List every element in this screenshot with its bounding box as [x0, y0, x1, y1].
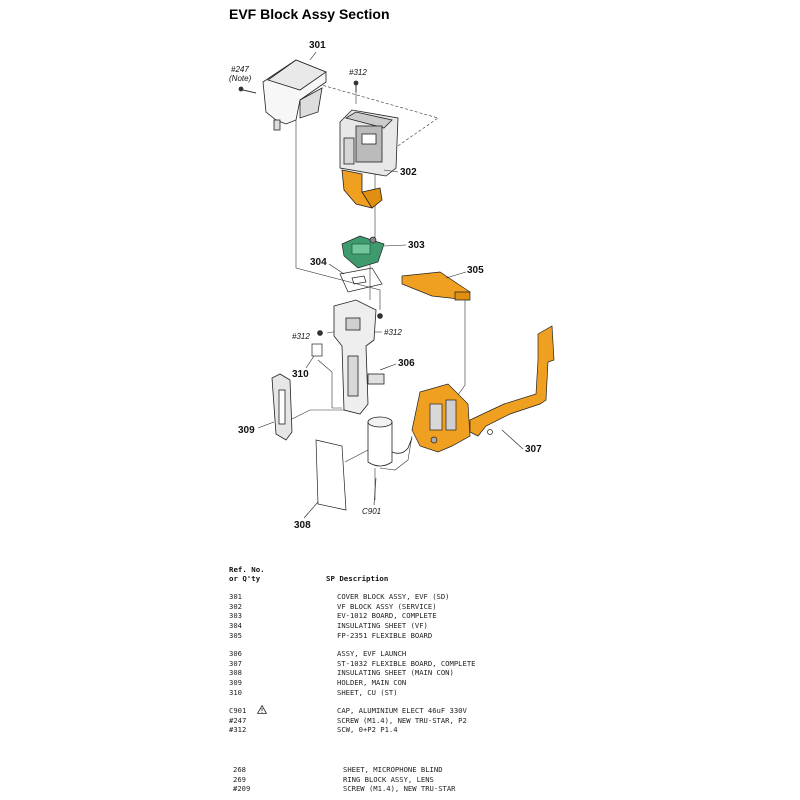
label-screw-312-right: #312: [384, 328, 402, 337]
assembly-guide-lines: [289, 79, 466, 500]
part-307-flexible-board-complete: [411, 325, 555, 453]
part-description: VF BLOCK ASSY (SERVICE): [337, 601, 437, 611]
part-description: SCREW (M1.4), NEW TRU-STAR: [343, 784, 456, 794]
table-row: 268 SHEET, MICROPHONE BLIND: [233, 765, 653, 774]
part-description: EV-1012 BOARD, COMPLETE: [337, 611, 437, 621]
table-row: 306 ASSY, EVF LAUNCH: [229, 649, 649, 658]
ref-no: 301: [229, 592, 242, 601]
ref-no: #247: [229, 715, 247, 725]
part-309-holder: [271, 373, 293, 441]
table-row: 304 INSULATING SHEET (VF): [229, 621, 649, 630]
ref-no: 269: [233, 774, 246, 784]
table-row: 307 ST-1032 FLEXIBLE BOARD, COMPLETE: [229, 659, 649, 668]
table-row: #247 SCREW (M1.4), NEW TRU-STAR, P2: [229, 716, 649, 725]
part-306-evf-launch: [317, 299, 385, 415]
ref-no: 305: [229, 630, 242, 640]
part-description: RING BLOCK ASSY, LENS: [343, 774, 434, 784]
part-description: FP-2351 FLEXIBLE BOARD: [337, 630, 433, 640]
table-row: #312 SCW, 0+P2 P1.4: [229, 725, 649, 734]
exploded-diagram: 301 302 303 304 305 306 307 308 309 310 …: [229, 40, 555, 531]
header-sp-description: SP Description: [326, 574, 389, 583]
part-description: SHEET, MICROPHONE BLIND: [343, 765, 443, 774]
part-description: ST-1032 FLEXIBLE BOARD, COMPLETE: [337, 658, 476, 668]
ref-no: 302: [229, 601, 242, 611]
ref-no: 303: [229, 611, 242, 621]
table-row: 310 SHEET, CU (ST): [229, 688, 649, 697]
ref-no: #312: [229, 725, 247, 735]
part-304-insulating-sheet: [339, 267, 383, 293]
header-qty: or Q'ty: [229, 574, 261, 583]
ref-no: 309: [229, 678, 242, 688]
part-description: INSULATING SHEET (MAIN CON): [337, 668, 454, 678]
part-description: COVER BLOCK ASSY, EVF (SD): [337, 592, 450, 601]
ref-no: 268: [233, 765, 246, 774]
label-302: 302: [400, 167, 417, 178]
ref-no: 307: [229, 658, 242, 668]
label-note: (Note): [229, 74, 252, 83]
label-301: 301: [309, 40, 326, 51]
table-row: #209 SCREW (M1.4), NEW TRU-STAR: [233, 784, 653, 793]
ref-no: 304: [229, 621, 242, 631]
label-c901: C901: [362, 507, 381, 516]
label-303: 303: [408, 240, 425, 251]
part-description: SCREW (M1.4), NEW TRU-STAR, P2: [337, 715, 467, 725]
ref-no: 310: [229, 687, 242, 697]
screw-312-top: [353, 80, 359, 92]
label-307: 307: [525, 444, 542, 455]
screw-247: [238, 86, 257, 94]
ref-no: 308: [229, 668, 242, 678]
warning-triangle-icon: [257, 705, 267, 714]
part-description: SHEET, CU (ST): [337, 687, 398, 697]
part-description: CAP, ALUMINIUM ELECT 46uF 330V: [337, 706, 467, 715]
part-308-insulating-sheet: [315, 439, 347, 511]
table-row: 308 INSULATING SHEET (MAIN CON): [229, 668, 649, 677]
table-row: C901 CAP, ALUMINIUM ELECT 46uF 330V: [229, 705, 649, 715]
part-302-vf-block: [339, 109, 399, 209]
label-309: 309: [238, 425, 255, 436]
part-description: SCW, 0+P2 P1.4: [337, 725, 398, 735]
label-308: 308: [294, 520, 311, 531]
table-row: 269 RING BLOCK ASSY, LENS: [233, 775, 653, 784]
label-305: 305: [467, 265, 484, 276]
ref-no: C901: [229, 706, 247, 715]
table-row: 303 EV-1012 BOARD, COMPLETE: [229, 611, 649, 620]
diagram-labels: 301 302 303 304 305 306 307 308 309 310 …: [229, 40, 542, 531]
header-ref-no: Ref. No.: [229, 565, 265, 574]
part-c901-capacitor: [367, 416, 413, 467]
table-row: 305 FP-2351 FLEXIBLE BOARD: [229, 631, 649, 640]
table-row: 309 HOLDER, MAIN CON: [229, 678, 649, 687]
label-screw-312-left: #312: [292, 332, 310, 341]
label-306: 306: [398, 358, 415, 369]
part-303-ev-board: [341, 235, 385, 269]
label-screw-312-top: #312: [349, 68, 367, 77]
ref-no: #209: [233, 784, 251, 794]
table-row: 301 COVER BLOCK ASSY, EVF (SD): [229, 592, 649, 601]
table-row: 302 VF BLOCK ASSY (SERVICE): [229, 602, 649, 611]
part-301-cover-block: [262, 59, 327, 131]
label-screw-247: #247: [231, 65, 249, 74]
section-title: EVF Block Assy Section: [229, 6, 390, 22]
ref-no: 306: [229, 649, 242, 658]
label-310: 310: [292, 369, 309, 380]
leader-lines: [257, 51, 524, 519]
part-description: HOLDER, MAIN CON: [337, 678, 407, 688]
part-description: ASSY, EVF LAUNCH: [337, 649, 407, 658]
part-305-flexible-board: [401, 271, 471, 301]
part-description: INSULATING SHEET (VF): [337, 621, 428, 631]
label-304: 304: [310, 257, 327, 268]
part-310-sheet-cu: [311, 343, 323, 357]
